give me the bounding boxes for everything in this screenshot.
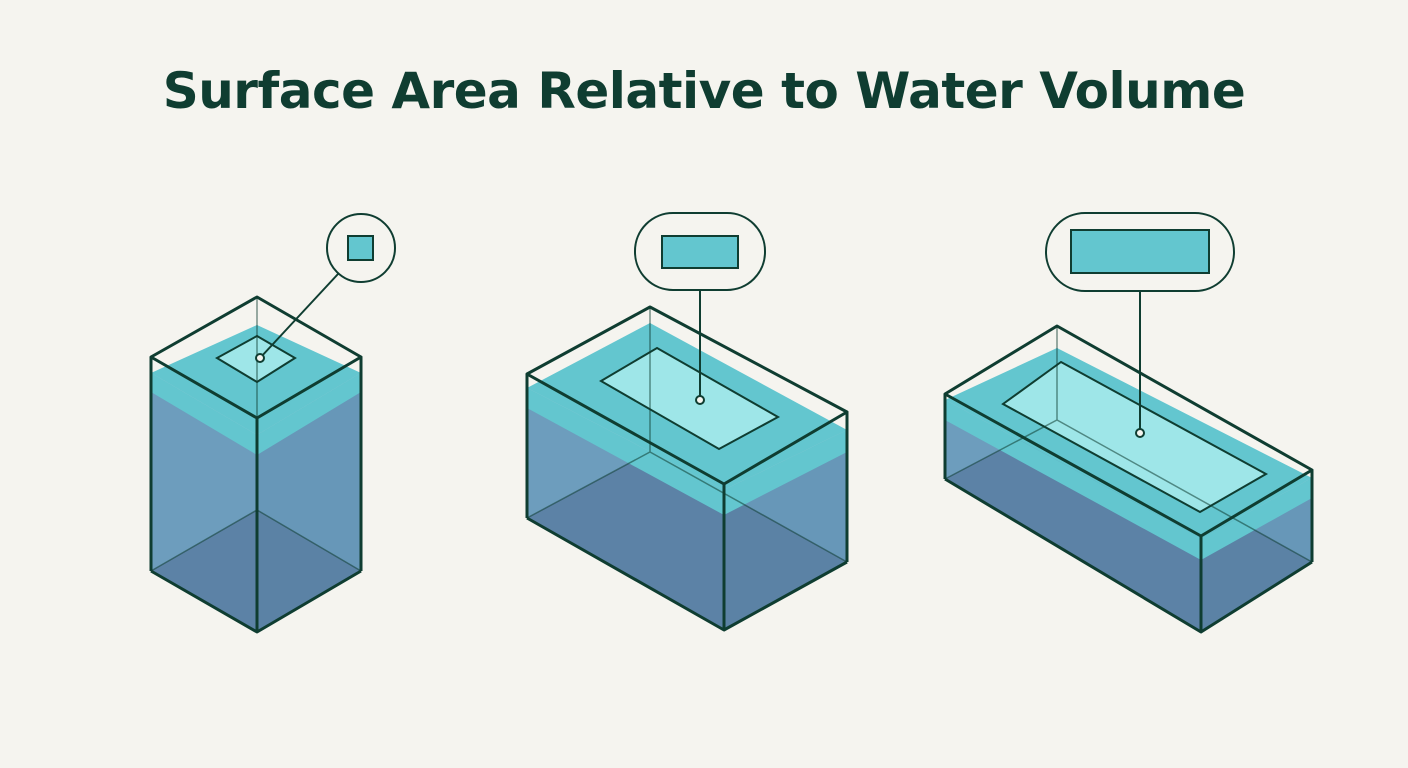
- tank-wide: [943, 212, 1314, 634]
- surface-callout-icon: [326, 213, 396, 283]
- tank-narrow-callout-line: [259, 273, 339, 359]
- tank-medium-water-top-band: [527, 388, 847, 515]
- surface-callout-icon: [1045, 212, 1235, 292]
- tank-wide-surface-marker: [1001, 360, 1269, 514]
- tank-medium-surface-marker: [599, 346, 781, 451]
- tank-wide-water-bottom-shade: [945, 420, 1312, 632]
- tank-medium-water-bottom-shade: [527, 452, 847, 630]
- tank-narrow: [149, 213, 396, 634]
- tank-medium: [525, 212, 849, 632]
- page-title: Surface Area Relative to Water Volume: [162, 62, 1246, 120]
- surface-callout-icon: [634, 212, 766, 291]
